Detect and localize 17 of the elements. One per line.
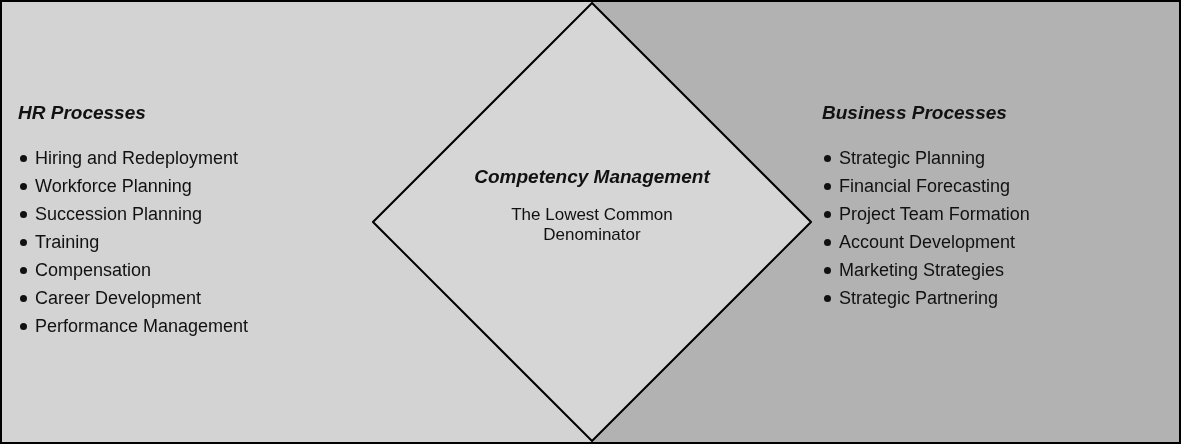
bullet-item: Succession Planning <box>18 204 203 224</box>
diamond-text: The Lowest Common Denominator <box>510 205 674 245</box>
bullet-item: Training <box>18 232 100 252</box>
bullet-item: Career Development <box>18 288 202 308</box>
bullet-item: Project Team Formation <box>822 204 1030 224</box>
bullet-item: Marketing Strategies <box>822 260 1005 280</box>
bullet-item: Strategic Partnering <box>822 288 999 308</box>
bullet-item: Account Development <box>822 232 1016 252</box>
bullet-item: Strategic Planning <box>822 148 986 168</box>
bullet-item: Financial Forecasting <box>822 176 1011 196</box>
bullet-item: Hiring and Redeployment <box>18 148 239 168</box>
diamond-heading: Competency Management <box>473 167 712 187</box>
bullet-item: Workforce Planning <box>18 176 192 196</box>
bullet-item: Performance Management <box>18 316 249 336</box>
panel-heading: Business Processes <box>822 102 1007 124</box>
bullet-item: Compensation <box>18 260 152 280</box>
panel-heading: HR Processes <box>18 102 146 124</box>
